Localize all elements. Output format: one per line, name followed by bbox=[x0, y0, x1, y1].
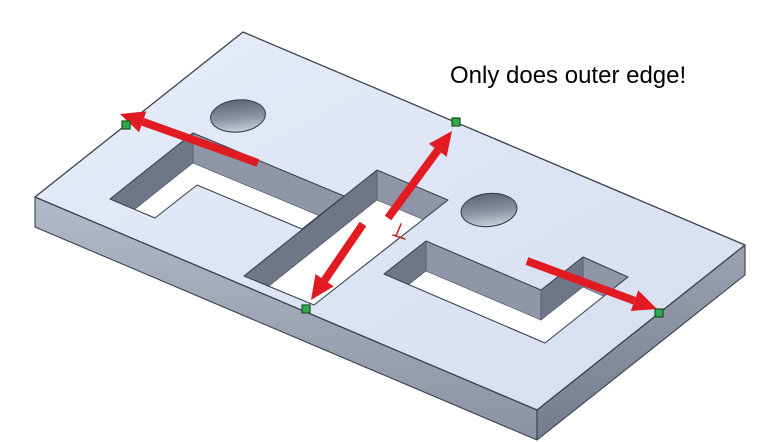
right-edge-handle[interactable] bbox=[654, 308, 664, 318]
right-arrow-head bbox=[630, 290, 657, 311]
front-arrow bbox=[311, 221, 367, 300]
annotation-text: Only does outer edge! bbox=[450, 62, 686, 89]
right-hole[interactable] bbox=[459, 191, 518, 230]
left-hole[interactable] bbox=[209, 97, 267, 135]
back-arrow bbox=[384, 131, 452, 221]
left-arrow-head bbox=[120, 111, 147, 133]
front-edge-handle[interactable] bbox=[301, 304, 311, 314]
right-slot-outline bbox=[383, 240, 629, 344]
middle-notch-outline bbox=[243, 169, 449, 306]
plate-model bbox=[34, 31, 746, 441]
selection-handles bbox=[121, 117, 664, 318]
left-edge-handle[interactable] bbox=[121, 120, 131, 130]
left-slot-outline bbox=[109, 132, 345, 230]
back-arrow-head bbox=[428, 131, 452, 157]
left-arrow bbox=[120, 111, 260, 167]
right-slot-cutout[interactable] bbox=[383, 240, 629, 344]
annotation-arrows bbox=[120, 111, 657, 311]
right-arrow bbox=[525, 257, 657, 311]
origin-triad-icon bbox=[392, 223, 406, 240]
back-edge-handle[interactable] bbox=[451, 117, 461, 127]
front-arrow-head bbox=[311, 274, 334, 300]
